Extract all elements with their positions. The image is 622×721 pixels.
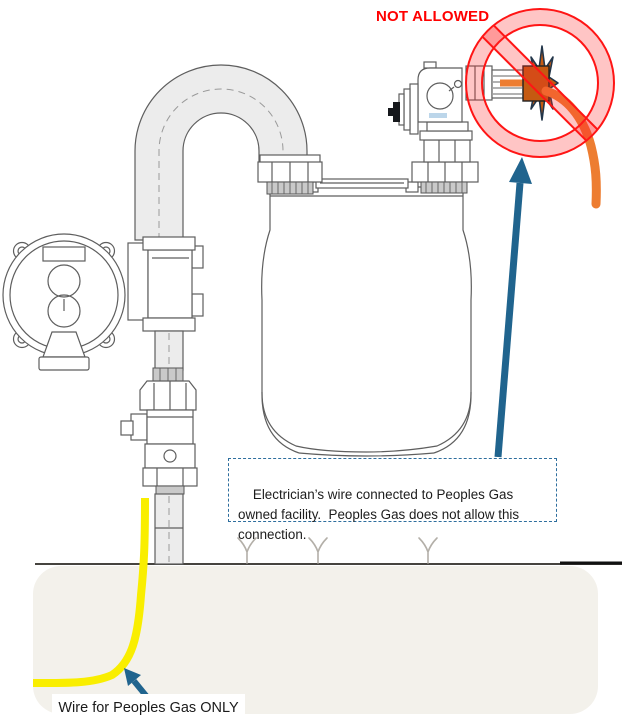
gooseneck-pipe	[134, 64, 308, 241]
callout-box: Electrician’s wire connected to Peoples …	[228, 458, 557, 542]
not-allowed-label: NOT ALLOWED	[376, 8, 490, 25]
grade-line	[35, 561, 622, 565]
bottom-wire-label-text: Wire for Peoples Gas ONLY	[58, 699, 239, 716]
shutoff-valve	[120, 367, 198, 495]
regulator-nameplate	[42, 246, 86, 262]
riser-connector-block	[127, 236, 204, 332]
underground-area	[33, 566, 598, 714]
valve-handle	[393, 102, 400, 122]
wire-connector	[522, 65, 550, 102]
meter-outlet-fitting	[388, 61, 524, 135]
meter-inlet-nut	[257, 154, 323, 195]
callout-text: Electrician’s wire connected to Peoples …	[238, 487, 520, 543]
peoples-gas-wire	[32, 497, 149, 688]
service-regulator	[2, 233, 126, 371]
gas-meter	[257, 121, 479, 457]
bottom-wire-label: Wire for Peoples Gas ONLY	[52, 694, 245, 721]
fitting-label	[429, 113, 447, 118]
riser-pipe-below-valve	[154, 493, 184, 565]
meter-outlet-nut	[411, 121, 479, 194]
callout-arrow	[494, 157, 532, 458]
prohibition-icon	[465, 8, 615, 158]
grass-tufts	[237, 537, 438, 564]
riser-pipe	[154, 330, 184, 371]
